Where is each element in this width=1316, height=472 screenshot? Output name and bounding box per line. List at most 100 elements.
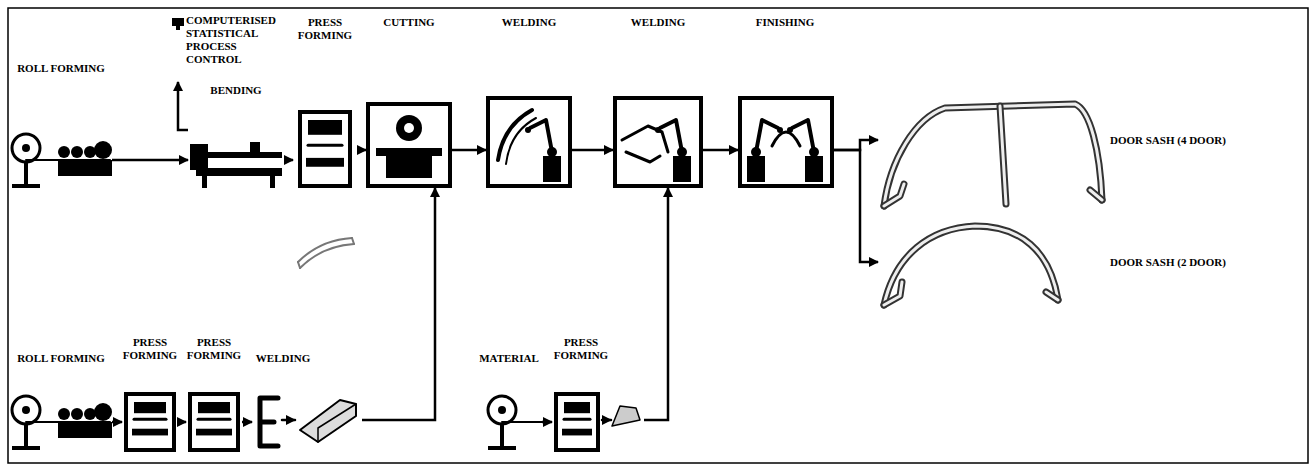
- spool-hub: [498, 406, 506, 414]
- flow-arrow: [242, 421, 252, 424]
- step-label: WELDING: [252, 352, 314, 365]
- press-die: [134, 418, 166, 421]
- press-die: [198, 418, 230, 421]
- welding-cell: [615, 98, 701, 186]
- process-step: FINISHING: [738, 16, 832, 188]
- sash-part: [772, 132, 800, 146]
- metal-strip: [502, 421, 542, 423]
- process-step: DOOR SASH (2 DOOR): [878, 222, 1303, 318]
- flow-arrow: [282, 419, 295, 422]
- step-label: BENDING: [188, 84, 284, 97]
- flow-arrow: [112, 421, 122, 424]
- step-label: DOOR SASH (2 DOOR): [1110, 256, 1296, 269]
- table-leg: [202, 176, 207, 188]
- roller: [84, 408, 96, 420]
- sash-part: [498, 110, 532, 160]
- press-die: [564, 418, 590, 421]
- door-sash-4-door: [1000, 106, 1006, 204]
- process-step: CUTTING: [366, 16, 452, 188]
- monitor-stand: [176, 26, 180, 30]
- welded-bracket: [318, 404, 356, 442]
- robot-base: [805, 156, 823, 182]
- door-sash-4-door: [884, 104, 1102, 206]
- process-step: ROLL FORMING: [10, 62, 112, 190]
- diagram-frame: [8, 8, 1308, 463]
- press-bed: [562, 429, 592, 436]
- step-label: PRESS FORMING: [122, 336, 178, 362]
- flow-arrow: [644, 188, 668, 420]
- step-label: COMPUTERISED STATISTICAL PROCESS CONTROL: [186, 14, 294, 66]
- spool-hub: [22, 406, 30, 414]
- flow-arrow: [832, 150, 878, 262]
- process-step: PRESS FORMING: [293, 16, 357, 188]
- roller: [71, 408, 83, 420]
- door-sash-2-door: [884, 282, 1058, 305]
- flow-arrow: [178, 421, 186, 424]
- formed-part: [300, 244, 354, 268]
- press-frame: [300, 112, 350, 186]
- robot-base: [543, 156, 561, 182]
- process-step: PRESS FORMING: [186, 336, 242, 452]
- table-leg: [270, 176, 275, 188]
- step-label: DOOR SASH (4 DOOR): [1110, 134, 1296, 147]
- roller: [94, 141, 112, 159]
- press-bed: [306, 158, 344, 167]
- sash-part: [622, 126, 668, 152]
- press-bed: [196, 429, 232, 436]
- welded-bracket: [300, 400, 356, 442]
- flow-arrow: [452, 149, 486, 152]
- flow-arrow: [178, 82, 188, 130]
- door-sash-2-door: [884, 226, 1058, 305]
- press-die: [308, 144, 342, 147]
- roller-stand: [58, 160, 112, 176]
- step-label: WELDING: [486, 16, 572, 29]
- step-label: PRESS FORMING: [293, 16, 357, 42]
- step-label: PRESS FORMING: [186, 336, 242, 362]
- welding-symbol: [260, 398, 278, 446]
- process-step: MATERIAL: [476, 352, 542, 452]
- process-step: PRESS FORMING: [552, 336, 644, 452]
- robot-tool: [525, 127, 531, 133]
- flow-arrow: [572, 149, 613, 152]
- bending-table: [196, 168, 282, 176]
- coil-spool: [12, 396, 40, 424]
- step-label: ROLL FORMING: [10, 62, 112, 75]
- bending-clamp: [250, 142, 260, 152]
- roller: [71, 146, 83, 158]
- coil-spool: [488, 396, 516, 424]
- process-step: WELDING: [613, 16, 703, 188]
- step-label: ROLL FORMING: [10, 352, 112, 365]
- press-ram: [198, 402, 230, 413]
- pressed-part: [612, 406, 640, 426]
- flow-arrow: [112, 159, 188, 162]
- flow-arrow: [703, 149, 738, 152]
- press-bed: [132, 429, 168, 436]
- robot-arm: [660, 120, 682, 152]
- bending-rod: [208, 152, 282, 158]
- saw-hub: [404, 123, 414, 133]
- press-frame: [190, 394, 238, 450]
- process-step: ROLL FORMING: [10, 352, 112, 452]
- sash-part: [506, 118, 536, 164]
- sash-part: [626, 152, 660, 162]
- finishing-cell: [740, 98, 832, 186]
- door-sash-4-door: [884, 104, 1102, 206]
- robot-arm: [756, 120, 778, 152]
- press-frame: [556, 394, 598, 450]
- door-sash-4-door: [1000, 106, 1006, 204]
- cutting-machine: [368, 104, 450, 186]
- step-label: WELDING: [613, 16, 703, 29]
- press-frame: [126, 394, 174, 450]
- flow-arrow: [357, 149, 366, 152]
- welding-cell: [488, 98, 570, 186]
- roller: [84, 146, 96, 158]
- flow-arrow: [602, 419, 611, 422]
- door-sash-2-door: [884, 282, 1058, 305]
- spool-base: [12, 446, 40, 450]
- spool-hub: [22, 144, 30, 152]
- robot-base: [673, 156, 691, 182]
- roller: [94, 403, 112, 421]
- step-label: PRESS FORMING: [552, 336, 610, 362]
